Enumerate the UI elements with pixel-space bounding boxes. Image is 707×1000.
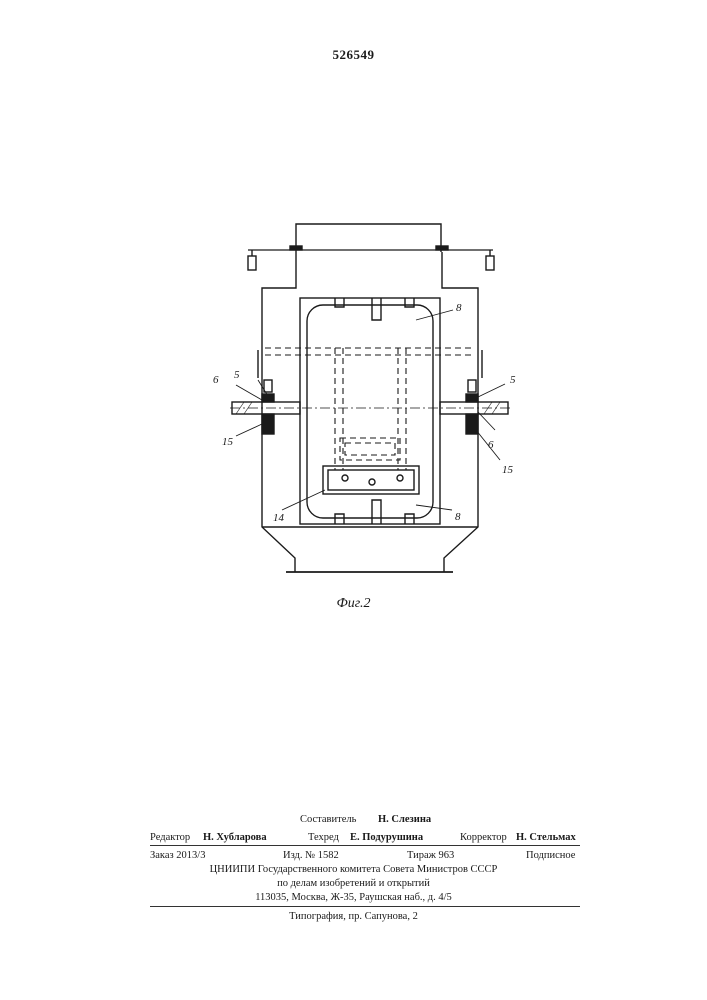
corrector-label: Корректор (460, 832, 507, 843)
divider-top (150, 845, 580, 846)
print-run: Тираж 963 (407, 850, 454, 861)
address: 113035, Москва, Ж-35, Раушская наб., д. … (0, 892, 707, 903)
techred-name: Е. Подурушина (350, 832, 423, 843)
corrector-name: Н. Стельмах (516, 832, 576, 843)
techred-label: Техред (308, 832, 339, 843)
edition-number: Изд. № 1582 (283, 850, 339, 861)
divider-bottom (150, 906, 580, 907)
order-number: Заказ 2013/3 (150, 850, 205, 861)
editor-name: Н. Хубларова (203, 832, 267, 843)
compiler-label: Составитель (300, 814, 356, 825)
org-line-2: по делам изобретений и открытий (0, 878, 707, 889)
printer: Типография, пр. Сапунова, 2 (0, 911, 707, 922)
compiler-name: Н. Слезина (378, 814, 431, 825)
subscription: Подписное (526, 850, 575, 861)
org-line-1: ЦНИИПИ Государственного комитета Совета … (0, 864, 707, 875)
editor-label: Редактор (150, 832, 190, 843)
